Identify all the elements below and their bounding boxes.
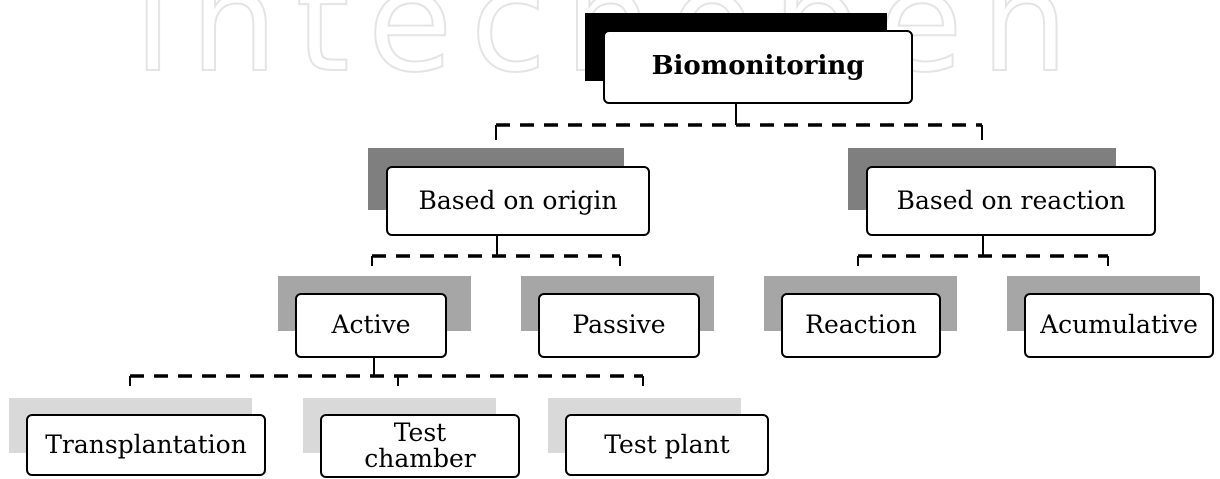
passive-label: Passive — [572, 310, 666, 340]
root-label: Biomonitoring — [651, 51, 865, 82]
transplantation-node: Transplantation — [26, 414, 266, 476]
test-plant-label: Test plant — [604, 429, 730, 459]
reaction-basis-node: Based on reaction — [866, 166, 1156, 236]
reaction-basis-label: Based on reaction — [896, 185, 1126, 215]
reaction-label: Reaction — [805, 310, 917, 340]
reaction-node: Reaction — [781, 293, 941, 358]
passive-node: Passive — [538, 293, 700, 358]
test-plant-node: Test plant — [565, 414, 769, 476]
origin-label: Based on origin — [418, 185, 618, 215]
active-label: Active — [331, 310, 411, 340]
transplantation-label: Transplantation — [45, 429, 247, 459]
origin-node: Based on origin — [386, 166, 650, 236]
active-node: Active — [295, 293, 447, 358]
acumulative-node: Acumulative — [1024, 293, 1214, 358]
acumulative-label: Acumulative — [1040, 310, 1198, 340]
root-node: Biomonitoring — [603, 30, 913, 104]
